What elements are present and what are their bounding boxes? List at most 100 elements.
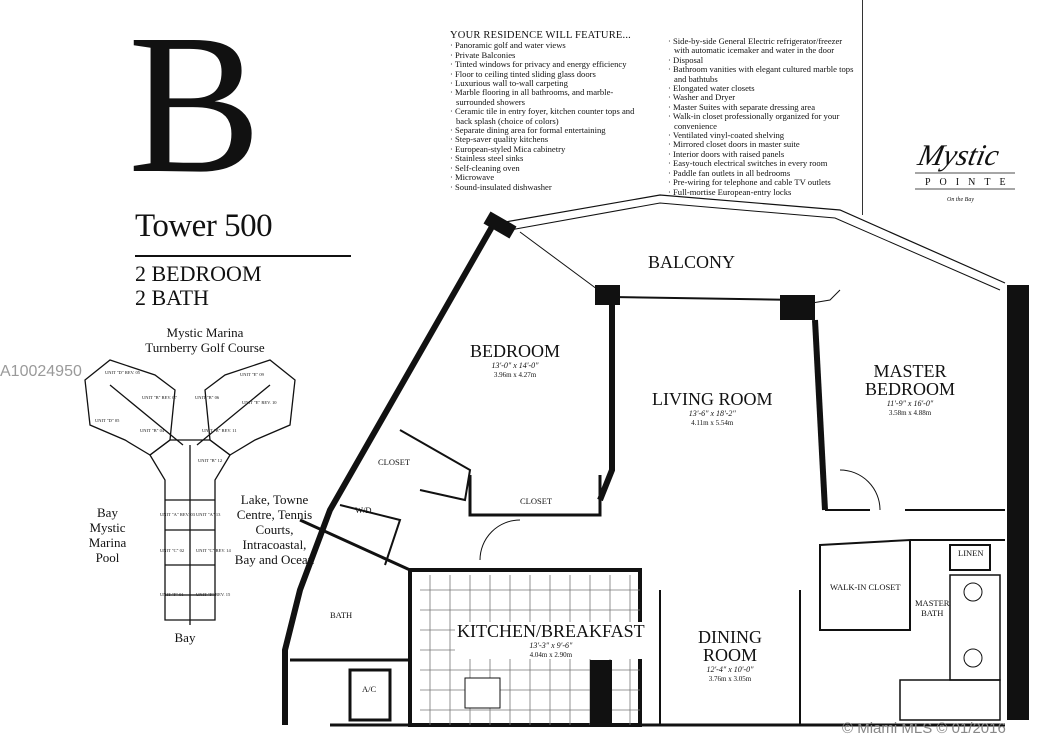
- feature-item: Side-by-side General Electric refrigerat…: [668, 36, 858, 56]
- balcony-rail: [509, 202, 1001, 291]
- room-name: BEDROOM: [865, 379, 956, 399]
- feature-item: Mirrored closet doors in master suite: [668, 140, 858, 150]
- label-master-bath: MASTER BATH: [915, 598, 949, 618]
- label-bath: BATH: [330, 610, 353, 620]
- site-unit-label: UNIT "B" REV. 07: [142, 395, 177, 400]
- room-name: DINING: [698, 627, 762, 647]
- feature-item: Ceramic tile in entry foyer, kitchen cou…: [450, 107, 645, 126]
- site-unit-label: UNIT "F" REV. 15: [196, 592, 231, 597]
- site-unit-label: UNIT "A" 13: [196, 512, 221, 517]
- feature-item: Panoramic golf and water views: [450, 40, 645, 50]
- site-label-right: Lake, Towne Centre, Tennis Courts, Intra…: [234, 492, 315, 567]
- room-metric: 3.96m x 4.27m: [493, 371, 537, 379]
- balcony-rail: [504, 194, 1006, 284]
- stove-icon: [464, 677, 501, 709]
- room-name: ROOM: [702, 645, 757, 665]
- room-dining: DINING ROOM 12'-4" x 10'-0" 3.76m x 3.05…: [698, 628, 762, 683]
- label-text: BATH: [921, 608, 944, 618]
- feature-item: Pre-wiring for telephone and cable TV ou…: [668, 177, 858, 187]
- feature-item: Paddle fan outlets in all bedrooms: [668, 168, 858, 178]
- room-dim: 12'-4" x 10'-0": [706, 665, 754, 674]
- feature-item: Master Suites with separate dressing are…: [668, 102, 858, 112]
- room-name: LIVING ROOM: [652, 389, 773, 409]
- svg-text:POINTE: POINTE: [925, 177, 1015, 188]
- bedroom-count: 2 BEDROOM: [135, 261, 262, 286]
- exterior-wall: [282, 223, 496, 725]
- feature-item: Tinted windows for privacy and energy ef…: [450, 59, 645, 69]
- logo-graphic: Mystic POINTE On the Bay: [914, 138, 1015, 203]
- label-wd: W/D: [355, 505, 372, 515]
- feature-item: Floor to ceiling tinted sliding glass do…: [450, 69, 645, 79]
- site-label-left: Bay Mystic Marina Pool: [88, 505, 127, 565]
- site-unit-label: UNIT "A" REV. 03: [160, 512, 196, 517]
- site-unit-label: UNIT "B" REV. 11: [202, 428, 237, 433]
- room-balcony: BALCONY: [648, 253, 735, 271]
- feature-item: Self-cleaning oven: [450, 163, 645, 173]
- plan-letter: B: [128, 0, 262, 215]
- site-unit-label: UNIT "D" REV. 05: [105, 370, 141, 375]
- room-metric: 3.76m x 3.05m: [708, 675, 752, 683]
- room-living: LIVING ROOM 13'-6" x 18'-2" 4.11m x 5.54…: [652, 390, 773, 427]
- mystic-pointe-logo: Mystic POINTE On the Bay: [914, 135, 1020, 205]
- site-unit-label: UNIT "B" 12: [198, 458, 223, 463]
- room-kitchen: KITCHEN/BREAKFAST 13'-3" x 9'-6" 4.04m x…: [455, 622, 647, 659]
- site-unit-label: UNIT "C" 02: [160, 548, 185, 553]
- listing-id-watermark: A10024950: [0, 363, 82, 380]
- label-ac: A/C: [362, 684, 377, 694]
- svg-text:On the Bay: On the Bay: [947, 197, 974, 203]
- room-bedroom: BEDROOM 13'-0" x 14'-0" 3.96m x 4.27m: [470, 342, 560, 379]
- label-text: MASTER: [915, 598, 950, 608]
- feature-item: Sound-insulated dishwasher: [450, 182, 645, 192]
- feature-item: Ventilated vinyl-coated shelving: [668, 130, 858, 140]
- copyright-watermark: © Miami MLS © 01/2016: [842, 720, 1006, 737]
- site-label-bottom: Bay: [174, 630, 196, 645]
- label-walkin-closet: WALK-IN CLOSET: [830, 582, 901, 592]
- divider: [862, 0, 863, 215]
- room-metric: 4.11m x 5.54m: [691, 419, 734, 427]
- label-closet: CLOSET: [378, 457, 411, 467]
- feature-item: Stainless steel sinks: [450, 153, 645, 163]
- feature-item: Easy-touch electrical switches in every …: [668, 158, 858, 168]
- svg-text:Mystic: Mystic: [915, 138, 1003, 172]
- feature-item: European-styled Mica cabinetry: [450, 144, 645, 154]
- room-metric: 4.04m x 2.90m: [529, 651, 573, 659]
- room-dim: 11'-9" x 16'-0": [886, 399, 934, 408]
- feature-item: Microwave: [450, 172, 645, 182]
- feature-item: Elongated water closets: [668, 83, 858, 93]
- feature-item: Washer and Dryer: [668, 93, 858, 103]
- site-unit-label: UNIT "D" 05: [95, 418, 120, 423]
- feature-item: Step-saver quality kitchens: [450, 135, 645, 145]
- room-dim: 13'-0" x 14'-0": [491, 361, 539, 370]
- site-unit-label: UNIT "B" 04: [140, 428, 165, 433]
- bath-count: 2 BATH: [135, 285, 209, 310]
- unit-type: 2 BEDROOM 2 BATH: [135, 262, 262, 310]
- feature-item: Walk-in closet professionally organized …: [668, 112, 858, 131]
- features-title: YOUR RESIDENCE WILL FEATURE...: [450, 30, 631, 41]
- feature-item: Interior doors with raised panels: [668, 149, 858, 159]
- features-left: YOUR RESIDENCE WILL FEATURE... Panoramic…: [450, 30, 645, 192]
- site-plan: [84, 359, 296, 625]
- site-unit-label: UNIT "F" 01: [160, 592, 184, 597]
- divider: [135, 255, 351, 257]
- room-name: MASTER: [873, 361, 947, 381]
- feature-item: Disposal: [668, 55, 858, 65]
- feature-item: Full-mortise European-entry locks: [668, 187, 858, 197]
- room-name: BEDROOM: [470, 341, 561, 361]
- room-name: KITCHEN/BREAKFAST: [457, 621, 645, 641]
- feature-item: Luxurious wall to-wall carpeting: [450, 78, 645, 88]
- site-label-top: Mystic Marina Turnberry Golf Course: [145, 325, 265, 355]
- site-unit-label: UNIT "E" REV. 10: [242, 400, 277, 405]
- site-unit-label: UNIT "E" 09: [240, 372, 264, 377]
- label-closet: CLOSET: [520, 496, 553, 506]
- feature-item: Marble flooring in all bathrooms, and ma…: [450, 88, 645, 107]
- room-master-bedroom: MASTER BEDROOM 11'-9" x 16'-0" 3.58m x 4…: [865, 362, 955, 417]
- label-linen: LINEN: [958, 548, 984, 558]
- tower-name: Tower 500: [135, 208, 273, 244]
- feature-item: Bathroom vanities with elegant cultured …: [668, 65, 858, 84]
- room-metric: 3.58m x 4.88m: [888, 409, 932, 417]
- features-right: Side-by-side General Electric refrigerat…: [668, 36, 858, 197]
- room-name: BALCONY: [648, 252, 736, 272]
- feature-item: Separate dining area for formal entertai…: [450, 125, 645, 135]
- room-dim: 13'-3" x 9'-6": [529, 641, 573, 650]
